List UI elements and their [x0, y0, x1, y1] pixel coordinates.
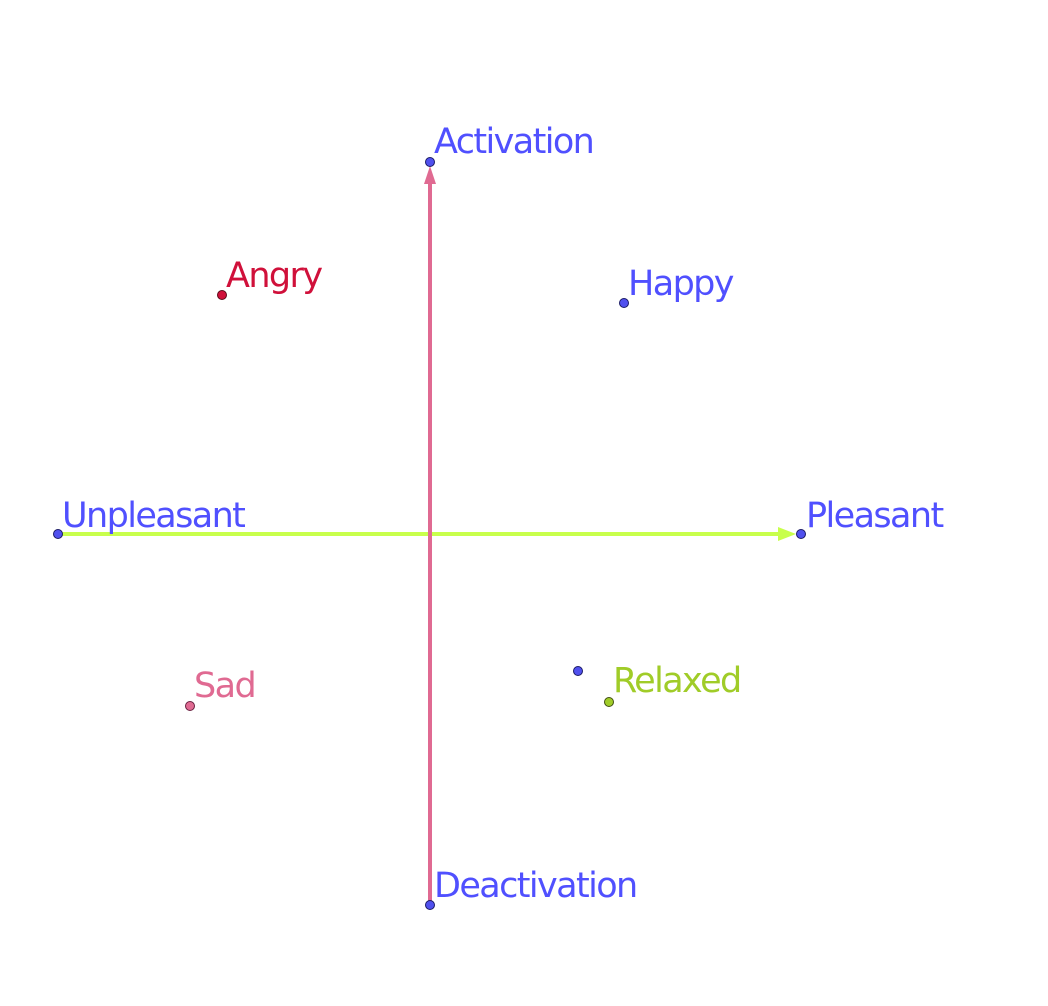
sad-point — [185, 701, 195, 711]
pleasant-point — [796, 529, 806, 539]
happy-label: Happy — [628, 264, 734, 304]
valence-arrowhead — [778, 527, 796, 541]
activation-point — [425, 157, 435, 167]
relaxed-point — [604, 697, 614, 707]
relaxed-label: Relaxed — [613, 661, 741, 701]
extra-point — [573, 666, 583, 676]
happy-point — [619, 298, 629, 308]
deactivation-label: Deactivation — [434, 866, 637, 906]
valence-axis — [58, 527, 796, 541]
unpleasant-point — [53, 529, 63, 539]
arousal-axis — [424, 166, 436, 905]
pleasant-label: Pleasant — [806, 496, 943, 536]
sad-label: Sad — [194, 666, 255, 706]
unpleasant-label: Unpleasant — [62, 496, 245, 536]
arousal-arrowhead — [424, 166, 436, 184]
angry-label: Angry — [226, 256, 322, 296]
activation-label: Activation — [434, 122, 593, 162]
deactivation-point — [425, 900, 435, 910]
angry-point — [217, 290, 227, 300]
